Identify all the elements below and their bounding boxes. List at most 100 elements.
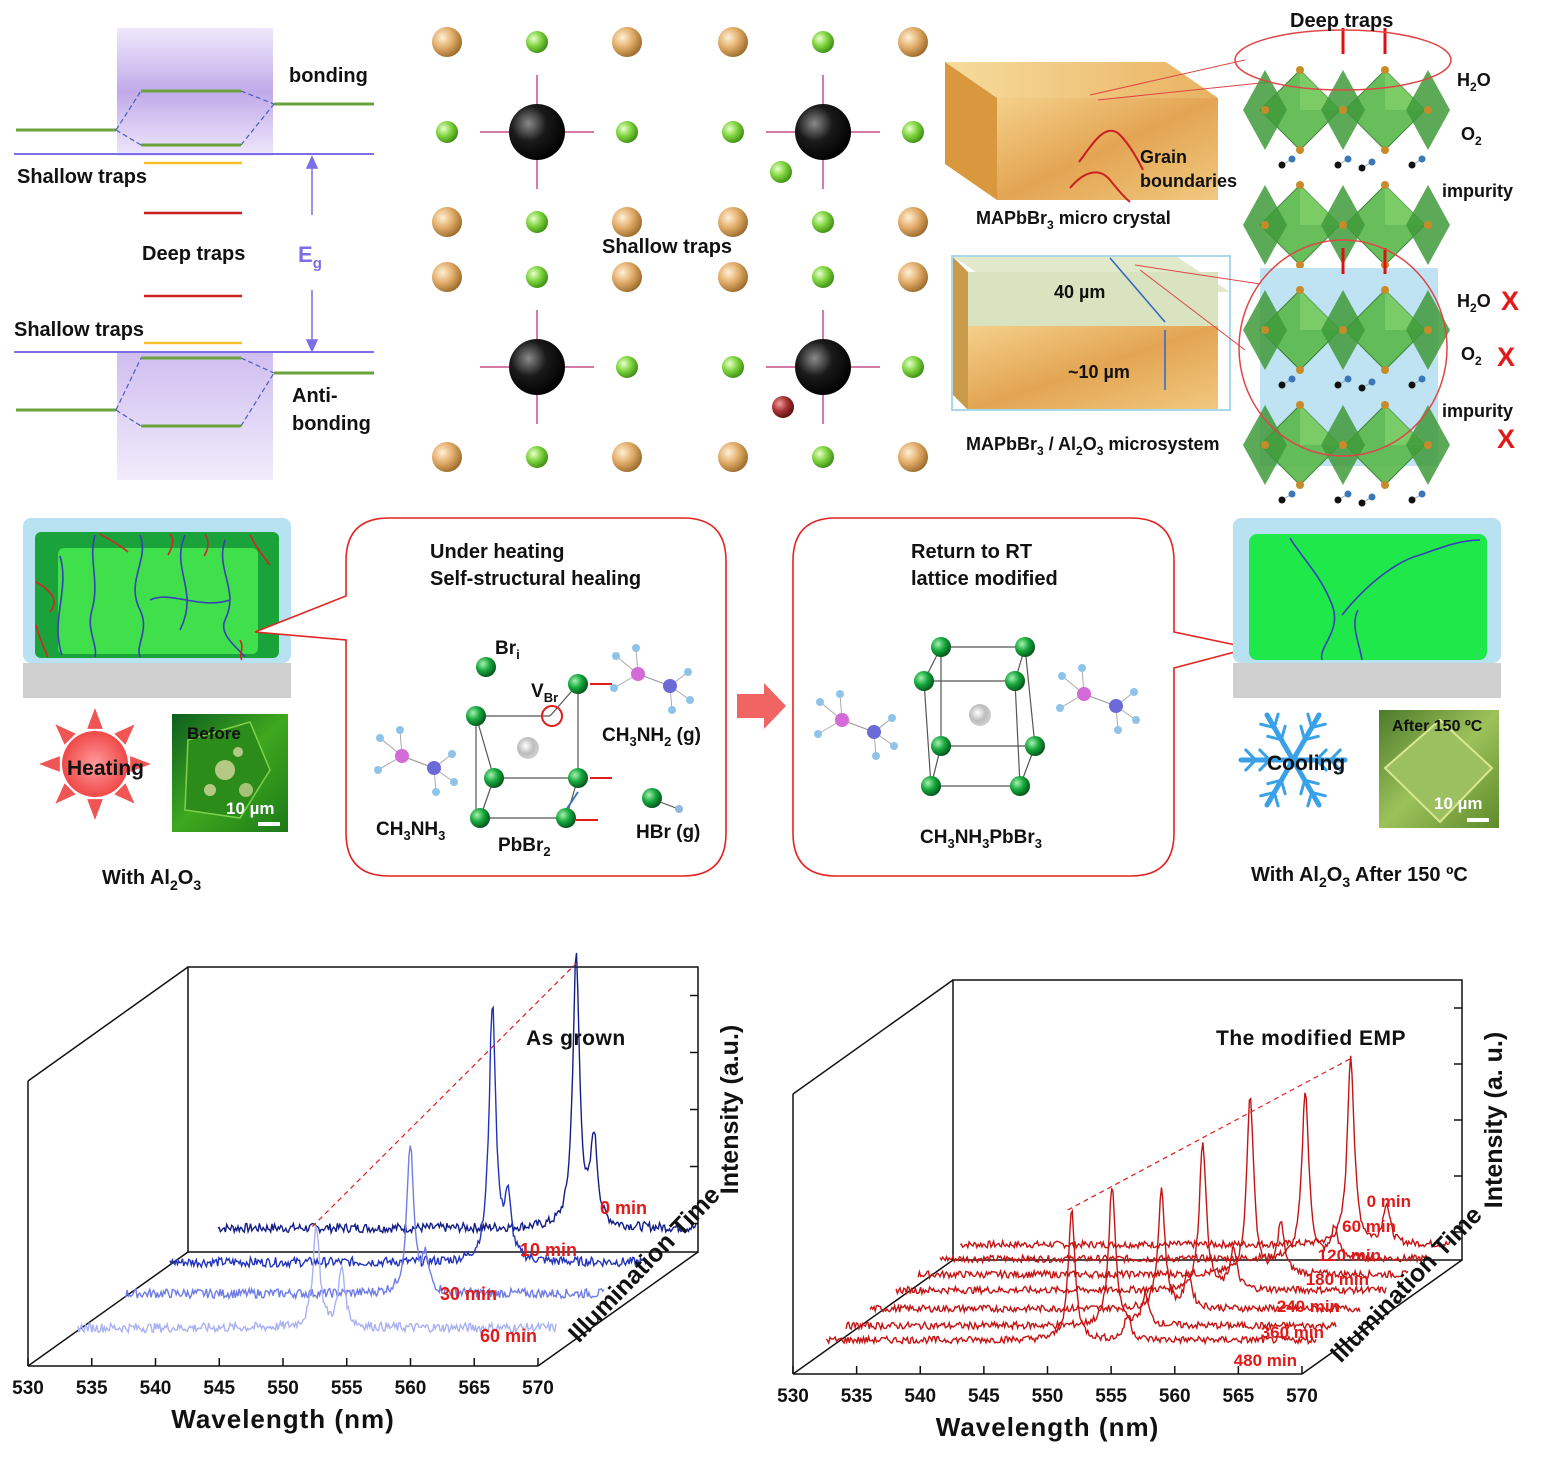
antibonding-label: bonding [292, 413, 371, 435]
box1-subtitle: Self-structural healing [430, 568, 641, 590]
time-label: 0 min [600, 1198, 647, 1218]
al2o3-outline [951, 255, 1231, 411]
ch3nh2-label: CH3NH2 (g) [602, 725, 701, 749]
snowflake-icon [1238, 712, 1348, 808]
time-label: 60 min [1342, 1217, 1396, 1236]
bond-connector [115, 357, 275, 427]
ma-cation [898, 27, 928, 57]
br-atom [1381, 66, 1389, 74]
bri-label: Bri [495, 638, 520, 662]
carbon-atom [631, 667, 645, 681]
antibonding-label: Anti- [292, 385, 338, 407]
br-atom [1381, 481, 1389, 489]
box2-title: Return to RT [911, 541, 1032, 563]
br-anion [812, 31, 834, 53]
ma-cation [612, 27, 642, 57]
ma-cation [898, 442, 928, 472]
br-atom [1339, 106, 1347, 114]
time-label: 60 min [480, 1326, 537, 1346]
band-bottom-box [117, 352, 273, 480]
x-tick-label: 535 [76, 1378, 108, 1399]
x-tick-label: 560 [1159, 1386, 1191, 1407]
time-label: 30 min [440, 1284, 497, 1304]
coat-front-face [968, 272, 1218, 326]
grain-label: Grain [1140, 147, 1187, 167]
scale-bar-right: 10 µm [1434, 794, 1483, 813]
ma-cation [432, 207, 462, 237]
br-atom [1261, 326, 1269, 334]
br-anion [722, 121, 744, 143]
x-tick-label: 550 [267, 1378, 299, 1399]
ma-cation [898, 207, 928, 237]
micrograph-before [172, 714, 288, 832]
defective-cube [466, 657, 612, 828]
x-tick-label: 540 [140, 1378, 172, 1399]
eg-label: Eg [298, 242, 322, 272]
br-atom [1339, 221, 1347, 229]
time-label: 240 min [1277, 1297, 1340, 1316]
thickness-bottom: ~10 µm [1068, 362, 1130, 382]
eg-arrowhead [305, 155, 319, 169]
after-label: After 150 ºC [1392, 718, 1483, 735]
impurity-label: impurity [1442, 181, 1513, 201]
micrograph-after [1379, 710, 1499, 828]
with-al2o3-caption: With Al2O3 [102, 867, 201, 893]
ma-cation [718, 27, 748, 57]
ma-cation [612, 262, 642, 292]
spectrum-trace [895, 1142, 1387, 1297]
perovskite-octahedra-top [1243, 28, 1450, 287]
ma-cation [718, 207, 748, 237]
br-anion [812, 266, 834, 288]
ma-cation [718, 442, 748, 472]
h2o-label: H2O [1457, 291, 1491, 315]
x-axis-label: Wavelength (nm) [171, 1404, 394, 1434]
ma-cation [612, 207, 642, 237]
x-tick-label: 540 [904, 1386, 936, 1407]
zoom-line [1097, 81, 1271, 101]
time-label: 120 min [1318, 1246, 1381, 1265]
hbr-label: HBr (g) [636, 822, 700, 843]
pb-cation [509, 339, 565, 395]
deep-traps-label: Deep traps [142, 243, 245, 265]
br-anion [812, 211, 834, 233]
x-tick-label: 530 [777, 1386, 809, 1407]
br-atom [1339, 326, 1347, 334]
br-atom [1424, 441, 1432, 449]
br-anion [722, 356, 744, 378]
deep-trap-ellipse [1234, 29, 1452, 91]
x-tick-label: 565 [458, 1378, 490, 1399]
br-atom [1296, 401, 1304, 409]
carbon-atom [395, 749, 409, 763]
x-tick-label: 560 [395, 1378, 427, 1399]
shallow-traps-label: Shallow traps [14, 319, 144, 341]
heating-label: Heating [67, 757, 144, 780]
time-label: 0 min [1367, 1192, 1411, 1211]
nitrogen-atom [427, 761, 441, 775]
br-atom [1261, 106, 1269, 114]
pb-cation [795, 104, 851, 160]
substrate-right [1233, 663, 1501, 698]
br-atom [1381, 181, 1389, 189]
br-atom [1296, 366, 1304, 374]
band-diagram: Eg bonding Shallow traps Deep traps Shal… [14, 28, 374, 480]
spectrum-trace [917, 1097, 1409, 1281]
carbon-atom [1077, 687, 1091, 701]
crystal-side-face [952, 256, 968, 410]
br-atom [1296, 286, 1304, 294]
perovskite-octahedra-bottom [1243, 248, 1450, 507]
chart-title: The modified EMP [1216, 1027, 1406, 1050]
ma-cation [432, 27, 462, 57]
callout-box-left [254, 517, 727, 877]
br-atom [1296, 146, 1304, 154]
deep-traps-crystal-label: Deep traps [1290, 10, 1393, 32]
methylammonium-molecules [374, 644, 1140, 796]
x-tick-label: 555 [1095, 1386, 1127, 1407]
ma-cation [718, 262, 748, 292]
x-axis-label: Wavelength (nm) [936, 1412, 1159, 1442]
br-atom [1296, 181, 1304, 189]
grain-boundary [1078, 129, 1144, 171]
br-anion [526, 446, 548, 468]
br-anion [812, 446, 834, 468]
lattice-defects [432, 27, 928, 472]
